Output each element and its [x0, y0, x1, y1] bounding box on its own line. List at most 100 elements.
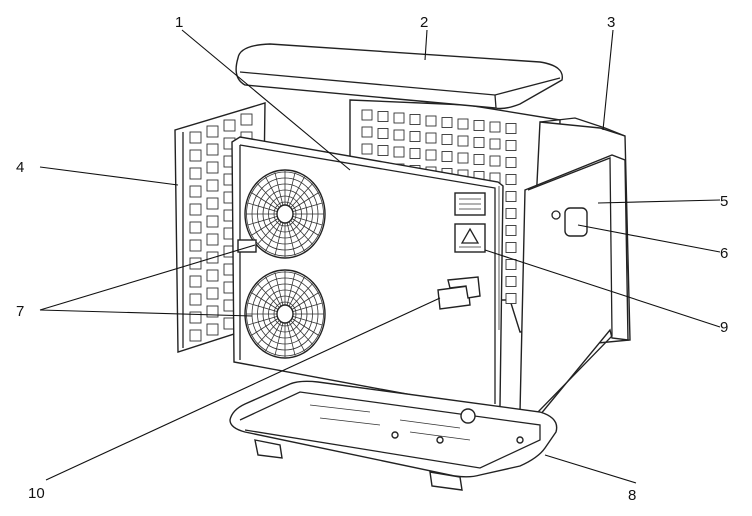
grille-opening: [377, 111, 389, 122]
fan-guard-spoke: [286, 322, 296, 356]
fan-guard-spoke: [257, 283, 280, 308]
grille-opening: [505, 293, 517, 304]
callout-7: 7: [16, 303, 24, 320]
fan-guard-spoke: [257, 320, 280, 345]
grille-opening: [189, 311, 202, 324]
grille-opening: [206, 305, 219, 318]
grille-opening: [206, 197, 219, 210]
fan-guard-spoke: [247, 202, 278, 213]
grille-opening: [189, 275, 202, 288]
grille-opening: [457, 152, 469, 164]
callout-9: 9: [720, 319, 728, 336]
fan-guard-spoke: [251, 218, 279, 236]
fan-guard-spoke: [292, 202, 323, 213]
grille-opening: [441, 134, 453, 145]
fan-guard-spoke: [291, 292, 319, 310]
fan-guard-spoke: [274, 272, 284, 306]
fan-guard-spoke: [290, 283, 313, 308]
callout-3: 3: [607, 14, 615, 31]
service-cover: [564, 207, 588, 237]
grille-opening: [206, 233, 219, 246]
grille-opening: [505, 191, 517, 202]
fan-guard-spoke: [247, 215, 278, 226]
fan-guard-spoke: [291, 192, 319, 210]
callout-6: 6: [720, 245, 728, 262]
fan-guard-spoke: [292, 315, 323, 326]
grille-opening: [473, 154, 485, 165]
fan-guard-spoke: [247, 315, 278, 326]
grille-opening: [223, 119, 236, 132]
fan-guard-spoke: [265, 176, 282, 207]
grille-opening: [505, 225, 517, 236]
top-cover: [235, 43, 564, 110]
grille-opening: [361, 109, 373, 121]
grille-opening: [425, 115, 437, 127]
fan-guard-spoke: [265, 221, 282, 252]
grille-opening: [441, 117, 453, 128]
fan-guard-spoke: [251, 192, 279, 210]
fan-guard-spoke: [265, 321, 282, 352]
fan-hub: [276, 304, 294, 324]
grille-opening: [189, 167, 202, 180]
grille-opening: [473, 120, 485, 131]
fan-guard-spoke: [286, 222, 296, 256]
grille-opening: [206, 179, 219, 192]
grille-opening: [240, 113, 253, 126]
fan-guard-spoke: [286, 172, 296, 206]
grille-opening: [473, 137, 485, 148]
grille-opening: [505, 242, 517, 253]
grille-opening: [505, 174, 517, 185]
fan-guard-spoke: [265, 276, 282, 307]
fan-guard-spoke: [288, 276, 305, 307]
grille-opening: [361, 143, 373, 155]
fan-guard-spoke: [292, 215, 323, 226]
fan-guard-spoke: [290, 220, 313, 245]
grille-opening: [505, 123, 517, 134]
callout-2: 2: [420, 14, 428, 31]
grille-opening: [425, 132, 437, 144]
grille-opening: [206, 287, 219, 300]
callout-labels: 1 2 3 4 5 6 7 8 9 10: [16, 14, 728, 504]
grille-opening: [361, 126, 373, 138]
grille-opening: [189, 293, 202, 306]
fan-guard-spoke: [247, 302, 278, 313]
grille-opening: [393, 129, 405, 141]
grille-opening: [206, 143, 219, 156]
fan-guard-spoke: [274, 322, 284, 356]
grille-opening: [489, 138, 501, 150]
grille-opening: [189, 239, 202, 252]
grille-opening: [377, 128, 389, 139]
grille-opening: [425, 149, 437, 161]
callout-1: 1: [175, 14, 183, 31]
fan-guard-spoke: [274, 222, 284, 256]
grille-opening: [505, 276, 517, 287]
fan-guard-spoke: [257, 220, 280, 245]
grille-opening: [206, 215, 219, 228]
grille-opening: [457, 118, 469, 130]
grille-opening: [409, 148, 421, 159]
grille-opening: [189, 131, 202, 144]
fan-hub: [276, 204, 294, 224]
upper-fan: [237, 169, 326, 259]
grille-opening: [393, 146, 405, 158]
fan-guard-spoke: [292, 302, 323, 313]
fan-guard-spoke: [288, 321, 305, 352]
grille-opening: [206, 323, 219, 336]
grille-opening: [206, 125, 219, 138]
grille-opening: [505, 157, 517, 168]
side-panel: [519, 117, 631, 416]
leader-lines: [39, 29, 721, 484]
fan-guard-spoke: [274, 172, 284, 206]
grille-opening: [206, 269, 219, 282]
carry-handle: [437, 276, 481, 310]
grille-opening: [189, 203, 202, 216]
grille-opening: [489, 121, 501, 133]
fan-guard-spoke: [251, 292, 279, 310]
grille-opening: [189, 221, 202, 234]
grille-opening: [457, 135, 469, 147]
grille-opening: [189, 149, 202, 162]
fan-guard-spoke: [291, 218, 319, 236]
grille-opening: [189, 329, 202, 342]
base-plate: [229, 380, 558, 491]
